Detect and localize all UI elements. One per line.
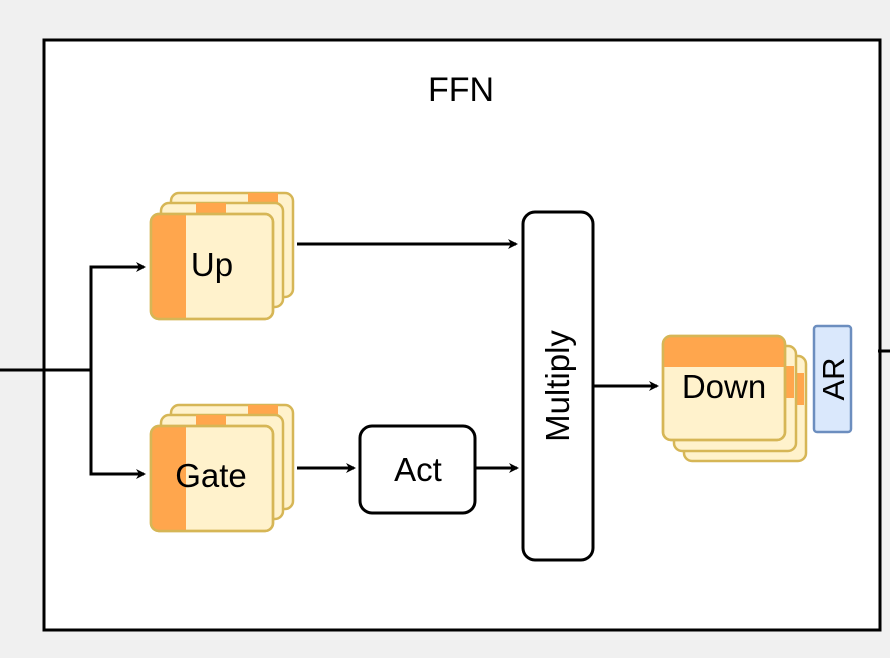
down-weight-stack <box>661 334 808 463</box>
ar-node <box>812 324 853 434</box>
act-node <box>358 424 477 515</box>
act-label: Act <box>394 451 442 488</box>
edge-input-up <box>89 262 146 370</box>
gate-weight-stack <box>149 403 295 533</box>
edge-input-gate <box>89 370 146 479</box>
up-label: Up <box>191 246 233 283</box>
down-label: Down <box>682 368 766 405</box>
multiply-label: Multiply <box>539 330 576 442</box>
gate-label: Gate <box>175 457 247 494</box>
diagram-title: FFN <box>428 71 494 109</box>
up-weight-stack <box>149 191 295 321</box>
multiply-node <box>521 210 595 562</box>
ar-label: AR <box>816 357 851 400</box>
